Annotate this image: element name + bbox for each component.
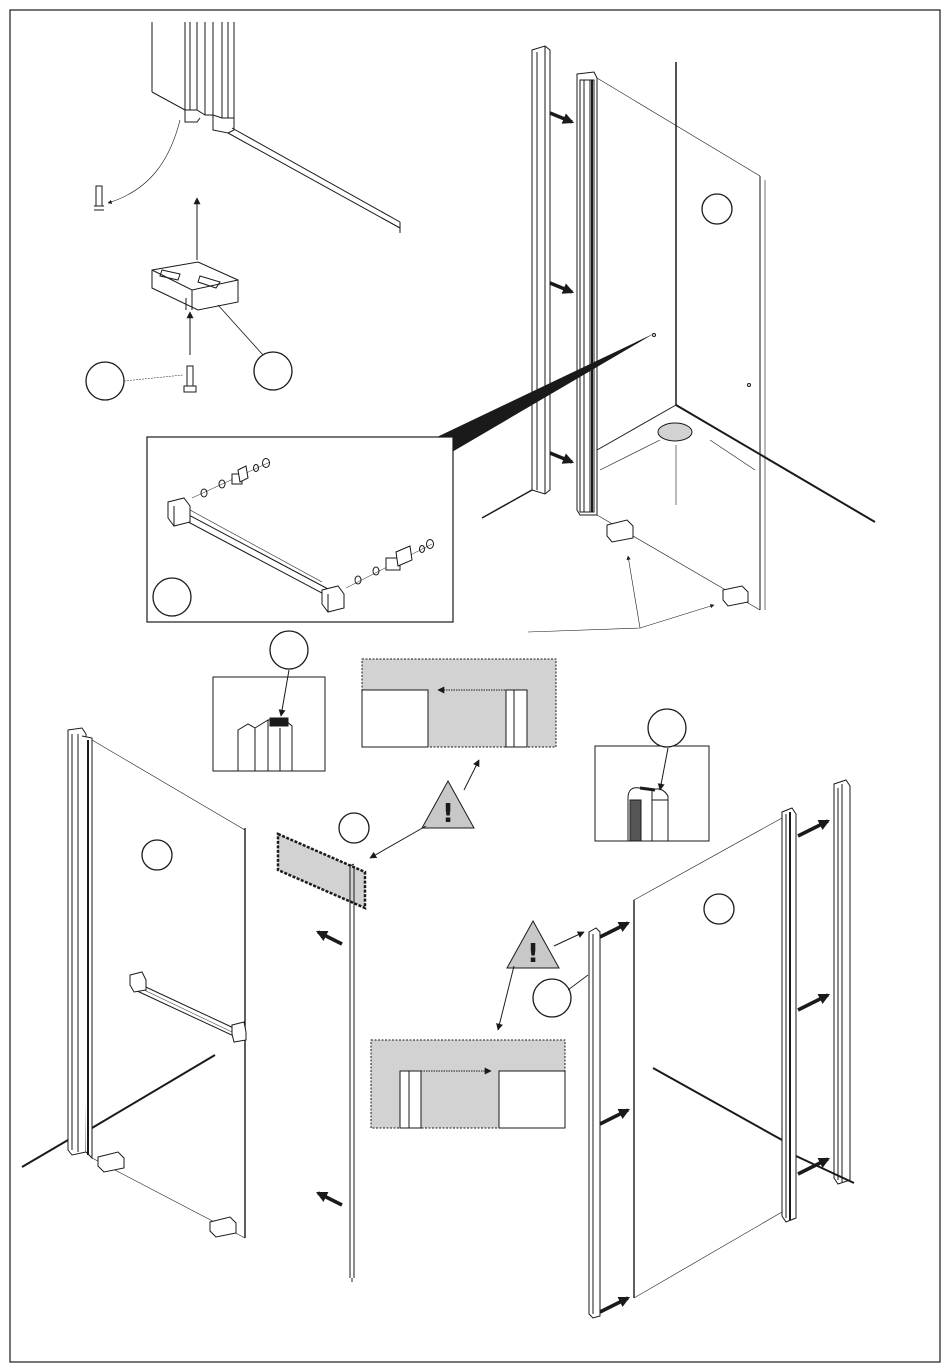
svg-text:!: !	[527, 939, 539, 969]
arrow-icon	[318, 932, 342, 1205]
callout-strip	[339, 813, 369, 843]
callout-seal-h	[270, 631, 308, 669]
seal-round-detail	[595, 746, 709, 841]
slide-detail-top	[362, 659, 556, 747]
callout-bracket	[254, 352, 292, 390]
warning-triangle-icon: !	[370, 760, 479, 858]
callout-left-panel	[142, 840, 172, 870]
callout-bolt	[86, 362, 124, 400]
seal-h-detail	[213, 670, 325, 771]
seal-strip	[278, 834, 365, 1282]
slide-detail-bottom	[371, 1040, 565, 1128]
bracket-detail	[94, 22, 400, 392]
callout-towel-bar	[153, 578, 191, 616]
arrow-icon	[550, 113, 572, 462]
towel-bar-inset	[147, 437, 453, 622]
right-panel-assembly	[589, 780, 854, 1318]
callout-seal-round	[648, 709, 686, 747]
upper-panel-assembly	[482, 46, 875, 632]
left-panel-assembly	[22, 728, 246, 1238]
callout-upper-panel	[702, 194, 732, 224]
callout-right-panel	[704, 894, 734, 924]
callout-profile	[533, 975, 588, 1017]
svg-text:!: !	[442, 799, 454, 829]
